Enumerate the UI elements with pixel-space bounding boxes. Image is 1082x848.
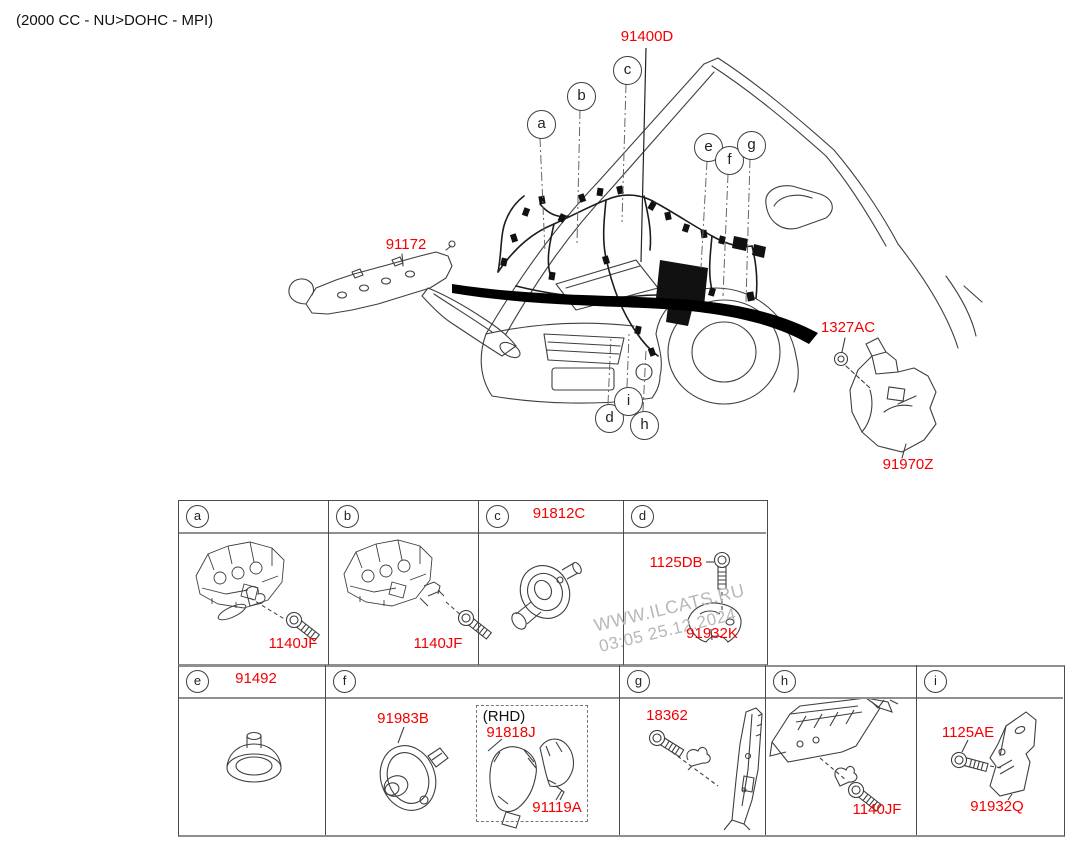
part-label-91818J[interactable]: 91818J [486, 724, 536, 741]
swoosh-arrow [452, 284, 818, 344]
part-91970Z-drawing [833, 337, 937, 459]
callout-c: c [613, 56, 642, 85]
table-row2-frame [178, 665, 1065, 837]
part-label-91970Z[interactable]: 91970Z [882, 456, 934, 473]
cell-i-drawing [949, 711, 1037, 801]
table-callout-i: i [924, 670, 947, 693]
table-callout-c: c [486, 505, 509, 528]
row1-divider-cd [623, 500, 624, 665]
harness-connectors [500, 185, 766, 357]
row2-divider-ef [325, 665, 326, 835]
callout-h: h [630, 411, 659, 440]
part-label-91932K[interactable]: 91932K [686, 625, 738, 642]
cell-f-drawing [379, 726, 575, 829]
row1-divider-ab [328, 500, 329, 665]
table-callout-e: e [186, 670, 209, 693]
part-label-91983B[interactable]: 91983B [377, 710, 429, 727]
callout-g: g [737, 131, 766, 160]
wiring-harness [497, 194, 758, 357]
row2-header-separator [179, 697, 1063, 699]
part-label-91119A[interactable]: 91119A [532, 799, 582, 816]
part-label-1140JF-b[interactable]: 1140JF [413, 635, 463, 652]
leader-91400D [640, 47, 647, 263]
row1-header-separator [179, 532, 766, 534]
cell-a-drawing [195, 541, 323, 645]
row1-divider-bc [478, 500, 479, 665]
part-label-1125AE[interactable]: 1125AE [941, 724, 995, 741]
table-callout-a: a [186, 505, 209, 528]
row2-divider-hi [916, 665, 917, 835]
table-callout-b: b [336, 505, 359, 528]
part-91172-drawing [288, 240, 521, 359]
cell-c-drawing [511, 561, 582, 630]
part-label-91812C[interactable]: 91812C [532, 505, 586, 522]
callout-i: i [614, 387, 643, 416]
callout-b: b [567, 82, 596, 111]
cell-g-drawing [646, 707, 763, 831]
rhd-note-label: (RHD) [482, 708, 526, 725]
table-callout-f: f [333, 670, 356, 693]
callout-leader-lines [539, 83, 751, 412]
cell-e-drawing [226, 731, 282, 783]
table-callout-d: d [631, 505, 654, 528]
callout-a: a [527, 110, 556, 139]
cell-h-drawing [769, 697, 899, 815]
car-outline [480, 57, 983, 405]
row2-divider-gh [765, 665, 766, 835]
cell-d-drawing [687, 551, 742, 643]
table-callout-g: g [627, 670, 650, 693]
part-label-91400D[interactable]: 91400D [620, 28, 674, 45]
page-title: (2000 CC - NU>DOHC - MPI) [16, 12, 214, 29]
part-label-91492[interactable]: 91492 [235, 670, 277, 687]
part-label-91932Q[interactable]: 91932Q [970, 798, 1024, 815]
part-label-1327AC[interactable]: 1327AC [820, 319, 876, 336]
part-label-1140JF-h[interactable]: 1140JF [852, 801, 902, 818]
part-label-18362[interactable]: 18362 [646, 707, 688, 724]
part-label-1125DB[interactable]: 1125DB [649, 554, 703, 571]
row2-divider-fg [619, 665, 620, 835]
part-label-1140JF-a[interactable]: 1140JF [268, 635, 318, 652]
rhd-dashed-box [476, 705, 588, 822]
part-label-91172[interactable]: 91172 [385, 236, 427, 253]
table-callout-h: h [773, 670, 796, 693]
cell-b-drawing [343, 539, 495, 643]
